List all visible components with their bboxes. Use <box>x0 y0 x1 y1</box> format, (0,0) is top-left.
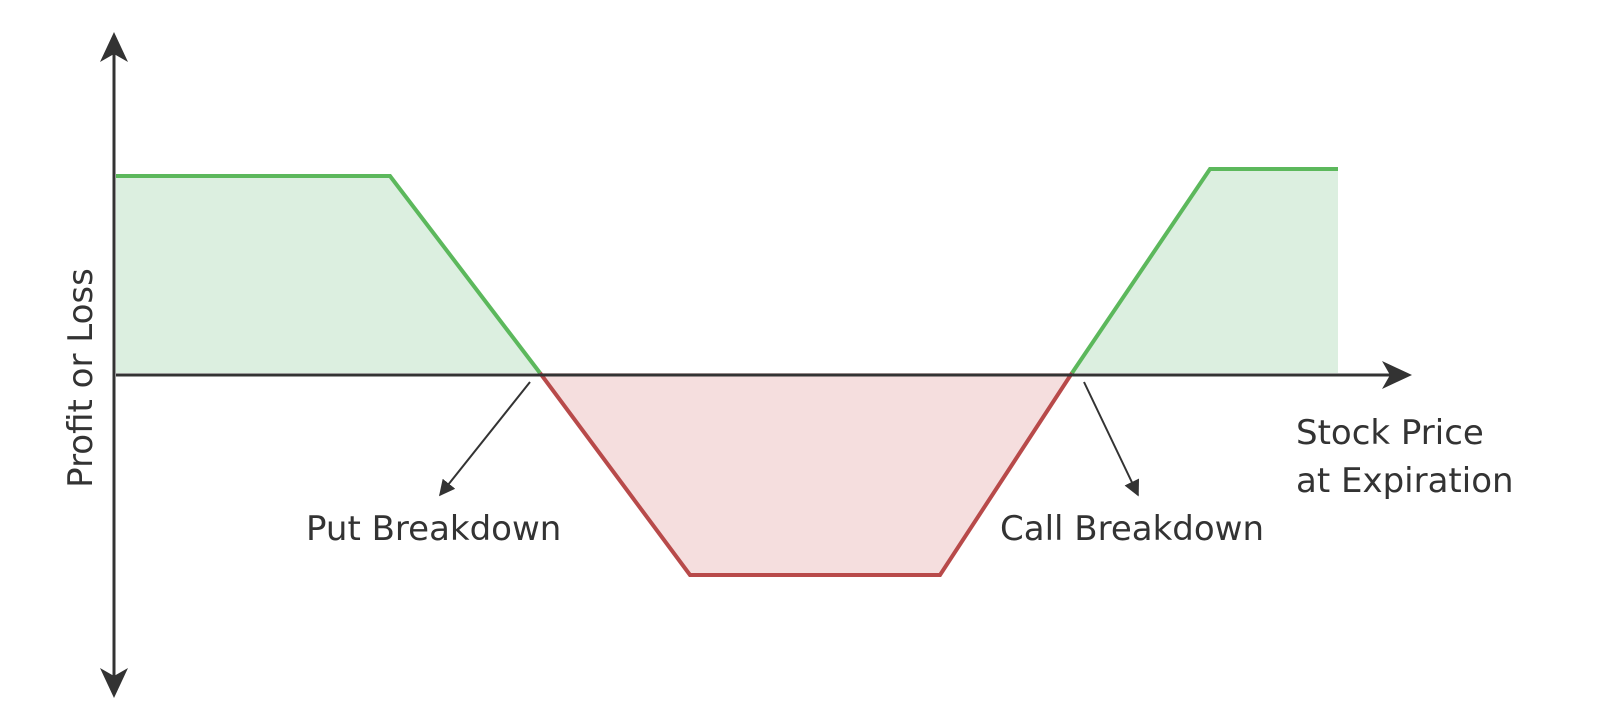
put-breakdown-label: Put Breakdown <box>306 509 561 549</box>
x-axis-label-line1: Stock Price <box>1296 413 1484 453</box>
y-axis-bottom-arrow-icon <box>100 668 128 698</box>
y-axis-top-arrow-icon <box>100 32 128 62</box>
profit-line-left <box>116 174 542 375</box>
profit-line-right <box>1070 167 1338 375</box>
profit-region-left <box>116 176 540 373</box>
put-breakdown-pointer <box>439 381 531 497</box>
x-axis-arrow-icon <box>1382 361 1412 389</box>
call-breakdown-label: Call Breakdown <box>1000 509 1264 549</box>
x-axis-label-line2: at Expiration <box>1296 461 1514 501</box>
profit-region-right <box>1072 169 1338 373</box>
loss-line <box>538 371 1074 577</box>
call-breakdown-pointer <box>1083 381 1140 497</box>
loss-region <box>540 373 1072 575</box>
y-axis-label: Profit or Loss <box>61 268 101 488</box>
